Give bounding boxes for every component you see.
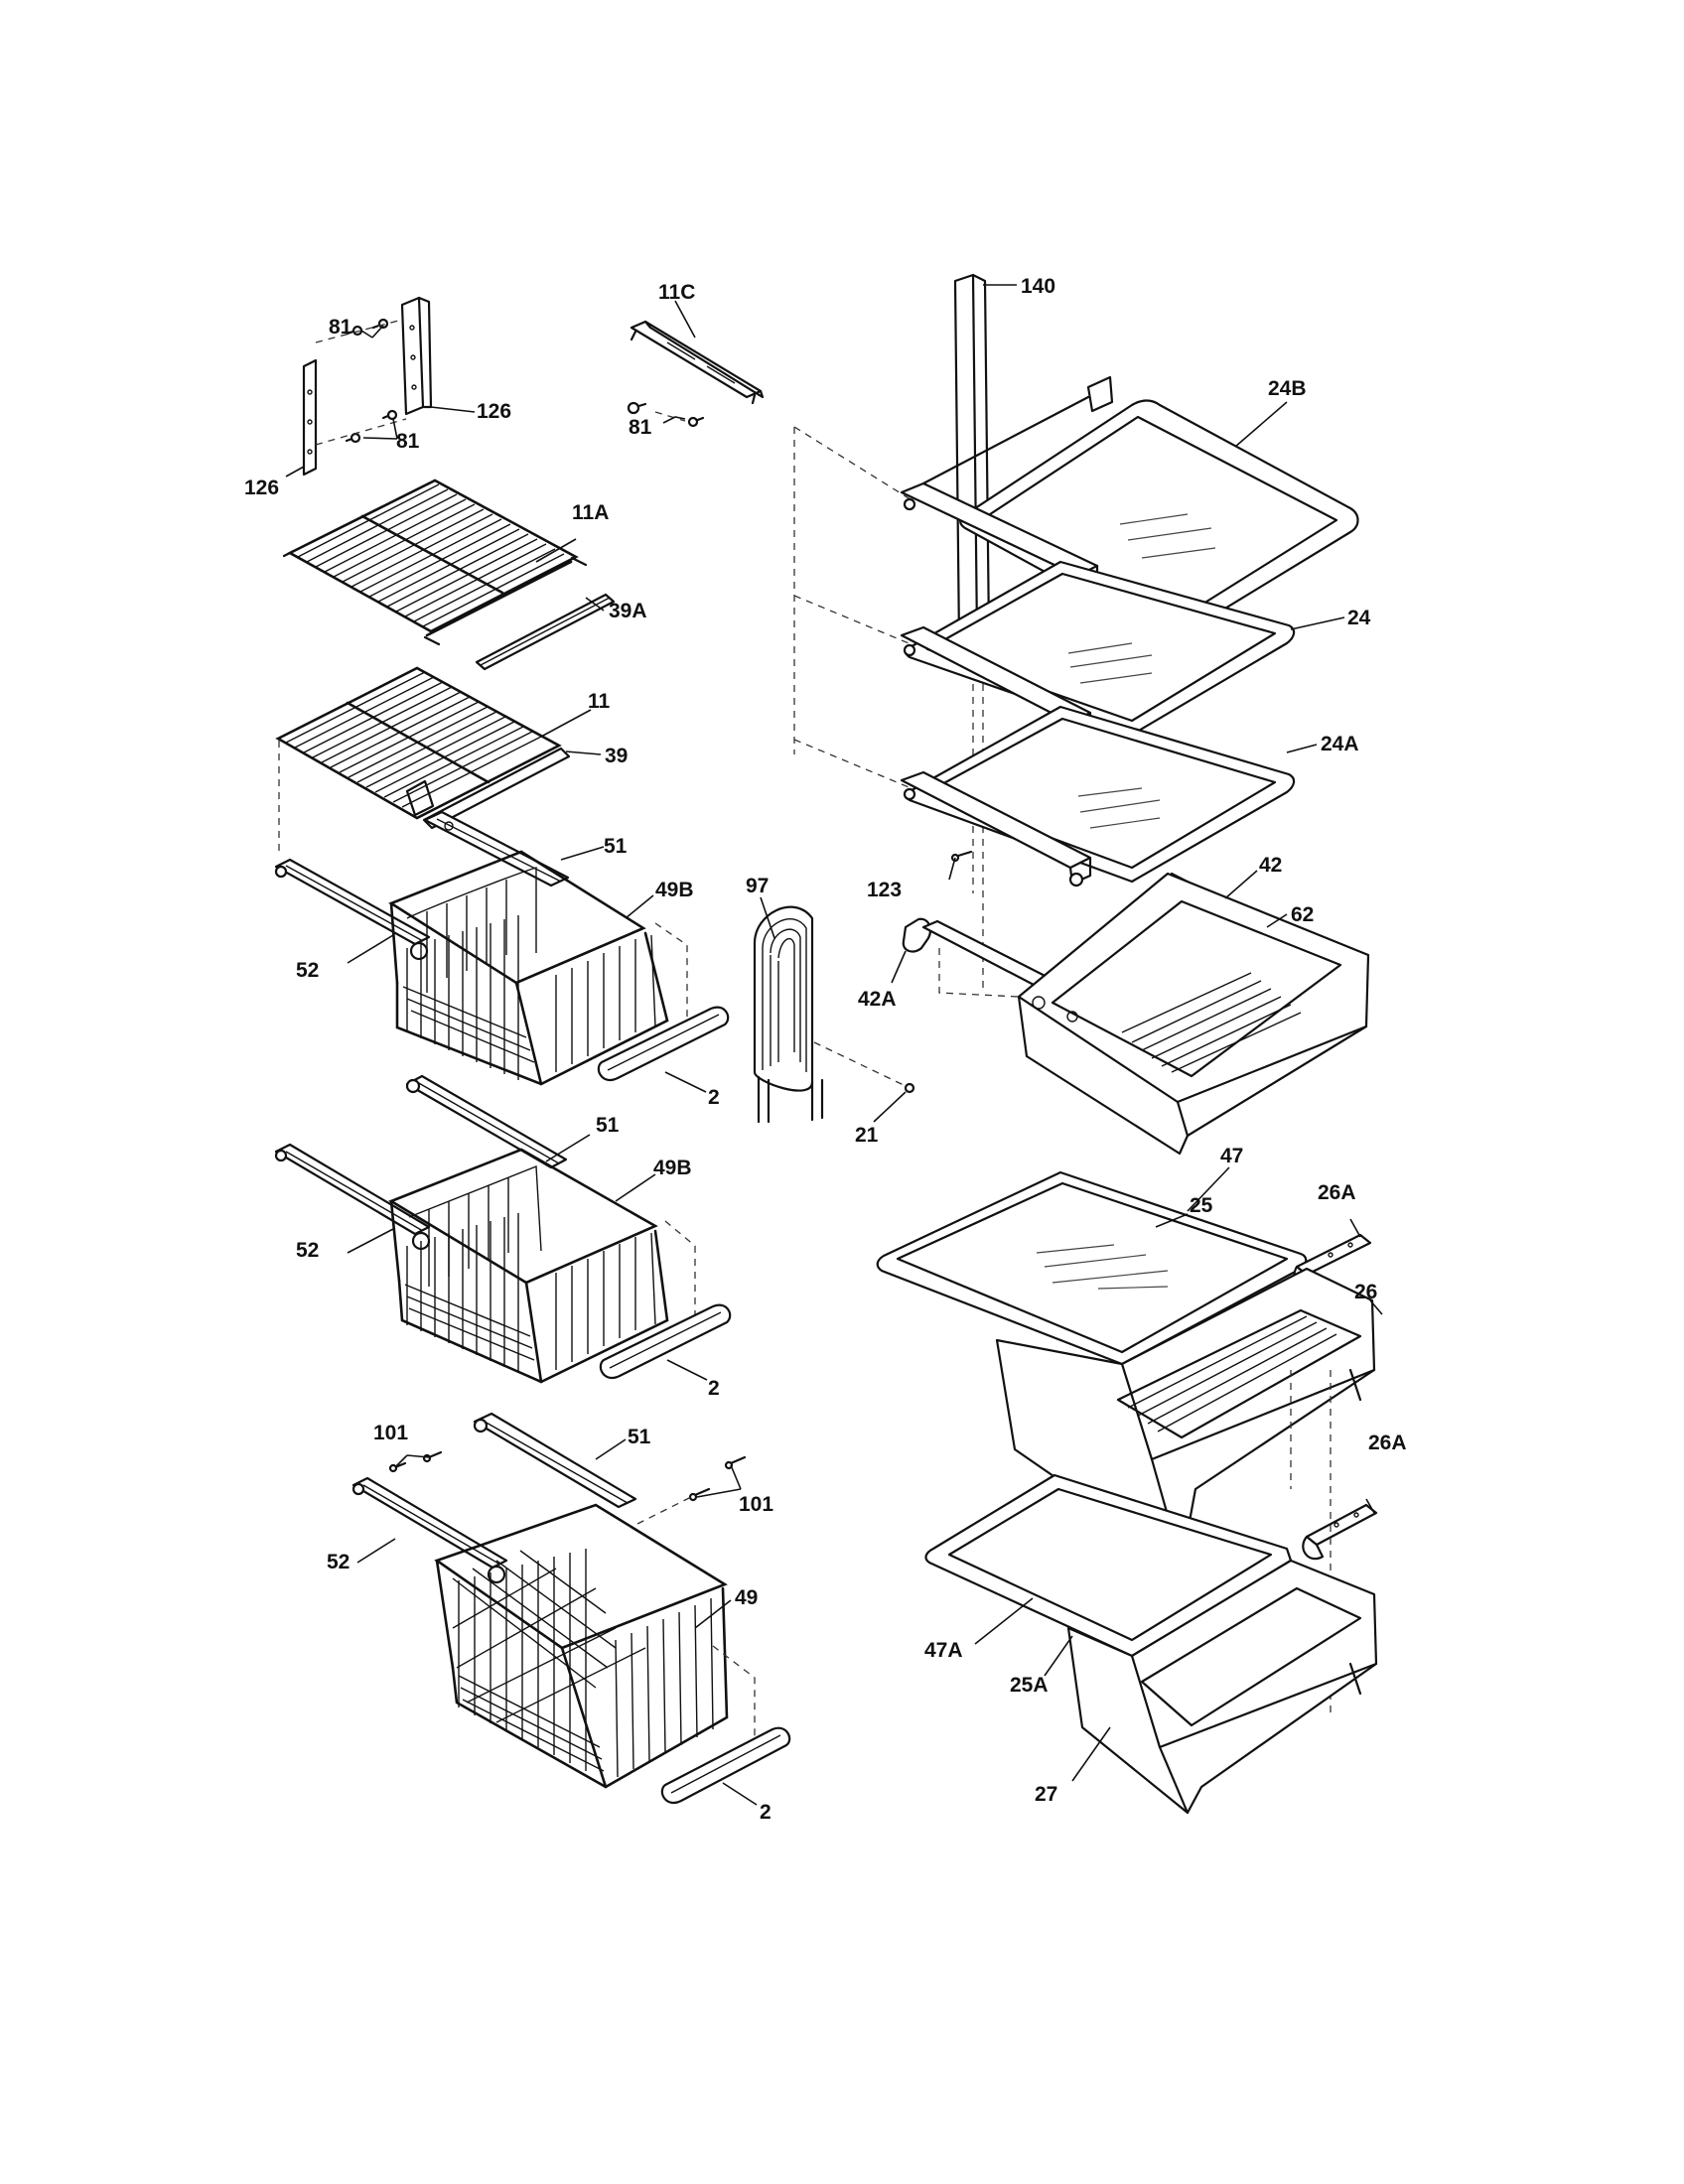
callout-label: 101 [739,1493,773,1516]
wire-shelf-11a [282,478,588,646]
callout-label: 47 [1220,1145,1243,1167]
callout-label: 24A [1321,733,1359,755]
slide-rail-51-lower [473,1412,637,1509]
wire-basket-49 [434,1503,729,1789]
callout-label: 2 [708,1377,720,1400]
wire-basket-49b-middle [388,1148,669,1384]
callout-label: 51 [628,1426,651,1448]
callout-label: 25A [1010,1674,1049,1697]
callout-label: 123 [867,879,902,901]
shelf-support-126-left [302,358,318,477]
callout-label: 11C [658,281,695,304]
callout-label: 26A [1368,1432,1407,1454]
callout-label: 26 [1354,1281,1377,1303]
crisper-cover-25a [924,1473,1293,1658]
callout-label: 2 [760,1801,772,1824]
callout-label: 52 [296,1239,319,1262]
callout-label: 25 [1190,1194,1213,1217]
crisper-cover-25 [876,1170,1308,1366]
callout-label: 51 [596,1114,620,1137]
callout-label: 52 [296,959,319,982]
basket-trim-2-upper [597,1006,730,1081]
callout-label: 140 [1021,275,1055,298]
drawer-bracket-26a-lower [1302,1503,1378,1561]
slide-rail-52-upper [274,858,431,961]
callout-label: 2 [708,1086,720,1109]
slide-rail-52-lower [351,1476,508,1584]
callout-label: 126 [244,477,279,499]
basket-trim-2-middle [599,1303,732,1379]
shelf-trim-39a [475,593,616,671]
callout-label: 42 [1259,854,1282,877]
callout-label: 39A [609,600,647,622]
callout-label: 49 [735,1586,758,1609]
heater-coil-97 [753,905,905,1124]
callout-label: 81 [329,316,352,339]
callout-label: 81 [629,416,652,439]
callout-label: 39 [605,745,628,767]
shelf-bracket-11c [627,320,765,428]
callout-label: 21 [855,1124,879,1147]
shelf-trim-39 [422,747,571,830]
callout-label: 51 [604,835,628,858]
leader-lines [285,284,1383,1806]
callout-label: 49B [653,1157,692,1179]
shelf-support-126-right [400,296,433,416]
callout-label: 24 [1347,607,1371,629]
crisper-drawer-62 [938,872,1370,1156]
callout-label: 49B [655,879,694,901]
glass-shelf-24a [900,705,1296,887]
wire-shelf-11 [275,666,562,820]
callout-label: 24B [1268,377,1307,400]
slide-rail-51-middle [405,1074,568,1169]
crisper-drawer-27 [1066,1559,1378,1815]
wire-basket-49b-upper [388,850,669,1086]
callout-label: 11 [588,690,611,713]
callout-label: 81 [396,430,420,453]
screw-101 [388,1450,747,1525]
callout-label: 42A [858,988,897,1011]
callout-label: 52 [327,1551,350,1573]
slide-rail-51-upper [423,810,570,887]
callout-label: 11A [572,501,609,524]
slide-rail-52-middle [274,1143,431,1251]
callout-label: 47A [924,1639,963,1662]
callout-label: 126 [477,400,511,423]
fastener-21 [904,1082,915,1094]
callout-label: 97 [746,875,769,897]
callout-label: 62 [1291,903,1314,926]
basket-trim-2-lower [660,1726,791,1804]
callout-label: 27 [1035,1783,1057,1806]
callout-label: 101 [373,1422,408,1444]
callout-label: 26A [1318,1181,1356,1204]
